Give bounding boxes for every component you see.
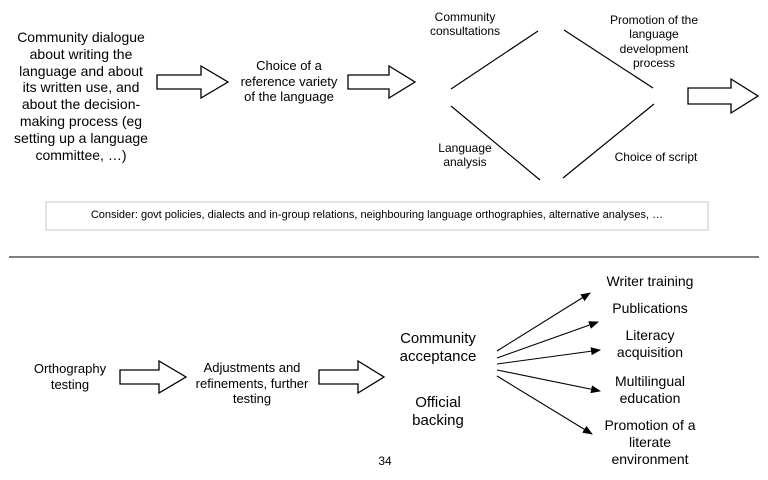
block-arrow-3 <box>687 77 760 115</box>
arrow-to-multilingual-education <box>496 369 601 394</box>
outcome-arrows <box>496 292 601 435</box>
arrow-to-writer-training <box>496 292 591 352</box>
block-arrow-5 <box>318 359 386 395</box>
dialogue-text: Community dialogue about writing the lan… <box>14 29 148 163</box>
outcome-writer-training: Writer training <box>606 273 694 289</box>
block-arrow-4 <box>119 359 188 395</box>
consultations-text: Community consultations <box>429 10 501 39</box>
outcome-publications: Publications <box>612 300 688 316</box>
promotion-process-text: Promotion of the language development pr… <box>609 13 699 71</box>
community-acceptance-text: Community acceptance <box>399 330 477 365</box>
official-backing-text: Official backing <box>412 394 464 429</box>
choice-reference-text: Choice of a reference variety of the lan… <box>240 58 338 105</box>
process-diamond <box>450 29 655 181</box>
page-number: 34 <box>378 454 392 468</box>
consider-box <box>45 201 709 231</box>
block-arrow-2 <box>347 64 417 100</box>
block-arrow-1 <box>156 64 230 100</box>
arrow-to-literacy-acquisition <box>496 347 601 365</box>
language-analysis-text: Language analysis <box>438 141 492 170</box>
outcome-multilingual-education: Multilingual education <box>614 373 686 406</box>
outcome-literate-environment: Promotion of a literate environment <box>604 417 696 467</box>
consider-text: Consider: govt policies, dialects and in… <box>90 209 664 221</box>
arrow-to-literate-environment <box>496 375 593 435</box>
choice-script-text: Choice of script <box>614 150 698 164</box>
outcome-literacy-acquisition: Literacy acquisition <box>616 327 684 360</box>
adjustments-text: Adjustments and refinements, further tes… <box>195 360 309 407</box>
arrow-to-publications <box>496 321 599 359</box>
orthography-testing-text: Orthography testing <box>33 361 107 392</box>
